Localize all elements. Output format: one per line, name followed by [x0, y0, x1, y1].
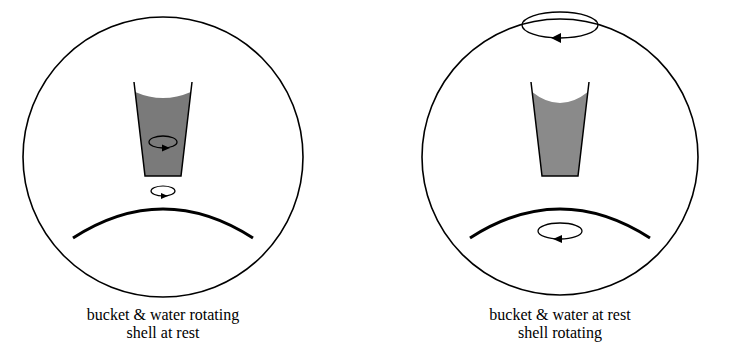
- shell-circle: [422, 19, 698, 295]
- caption: bucket & water rotating: [23, 306, 303, 324]
- earth-arc: [73, 209, 253, 238]
- bucket: [531, 82, 589, 176]
- caption: shell rotating: [420, 324, 700, 342]
- arrowhead: [161, 193, 168, 199]
- shell-circle: [23, 17, 303, 297]
- arrowhead: [553, 235, 562, 243]
- caption: shell at rest: [23, 324, 303, 342]
- earth-arc: [470, 209, 650, 238]
- caption: bucket & water at rest: [420, 306, 700, 324]
- bucket: [134, 82, 192, 176]
- arrowhead: [162, 145, 170, 152]
- arrowhead: [551, 33, 561, 43]
